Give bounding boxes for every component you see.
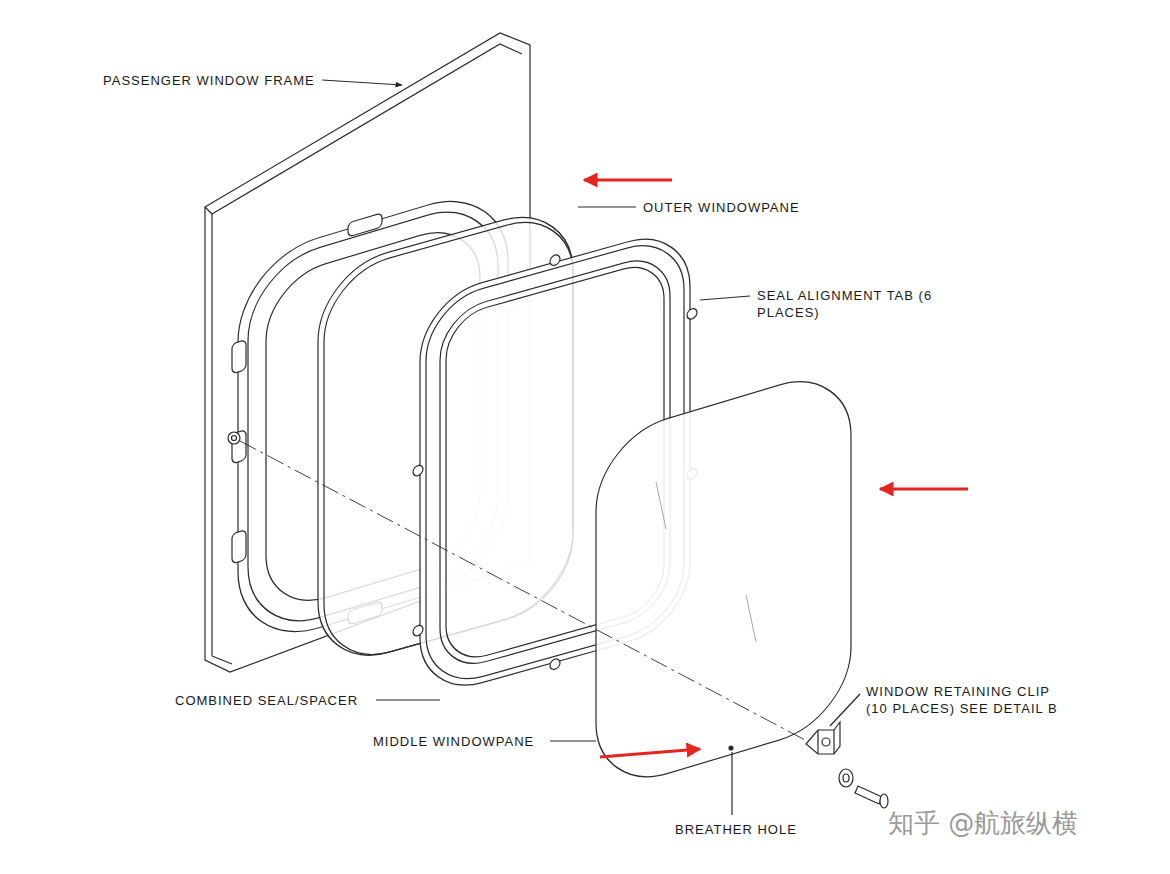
part-label: COMBINED SEAL/SPACER xyxy=(175,692,358,709)
leader-line xyxy=(322,80,402,85)
leader-line xyxy=(731,752,732,815)
watermark: 知乎 @航旅纵横 xyxy=(888,808,1078,838)
retaining-clip xyxy=(806,730,834,754)
retaining-clip xyxy=(818,722,840,754)
frame-edge xyxy=(211,214,212,656)
screw xyxy=(880,794,888,808)
frame-edge xyxy=(205,207,212,214)
part-label: WINDOW RETAINING CLIP (10 PLACES) SEE DE… xyxy=(866,683,1076,717)
part-label: SEAL ALIGNMENT TAB (6 PLACES) xyxy=(757,287,935,321)
washer xyxy=(843,774,849,782)
leader-line xyxy=(376,699,440,700)
retaining-clip xyxy=(822,738,830,746)
frame-stud xyxy=(232,436,237,441)
red-arrow xyxy=(880,488,968,491)
part-label: OUTER WINDOWPANE xyxy=(643,199,800,216)
screw xyxy=(855,786,882,804)
breather-hole xyxy=(729,746,733,750)
red-arrow xyxy=(600,749,700,757)
part-label: PASSENGER WINDOW FRAME xyxy=(103,72,315,89)
leader-line xyxy=(830,694,860,726)
red-arrow xyxy=(584,179,672,182)
leader-line xyxy=(578,206,636,207)
part-label: MIDDLE WINDOWPANE xyxy=(373,733,534,750)
middle-windowpane xyxy=(596,364,851,796)
leader-line xyxy=(550,740,596,741)
washer xyxy=(839,769,853,787)
frame-edge xyxy=(212,656,232,664)
frame-edge xyxy=(212,44,522,214)
leader-line xyxy=(700,296,750,300)
frame-stud xyxy=(228,432,240,444)
part-label: BREATHER HOLE xyxy=(675,821,797,838)
